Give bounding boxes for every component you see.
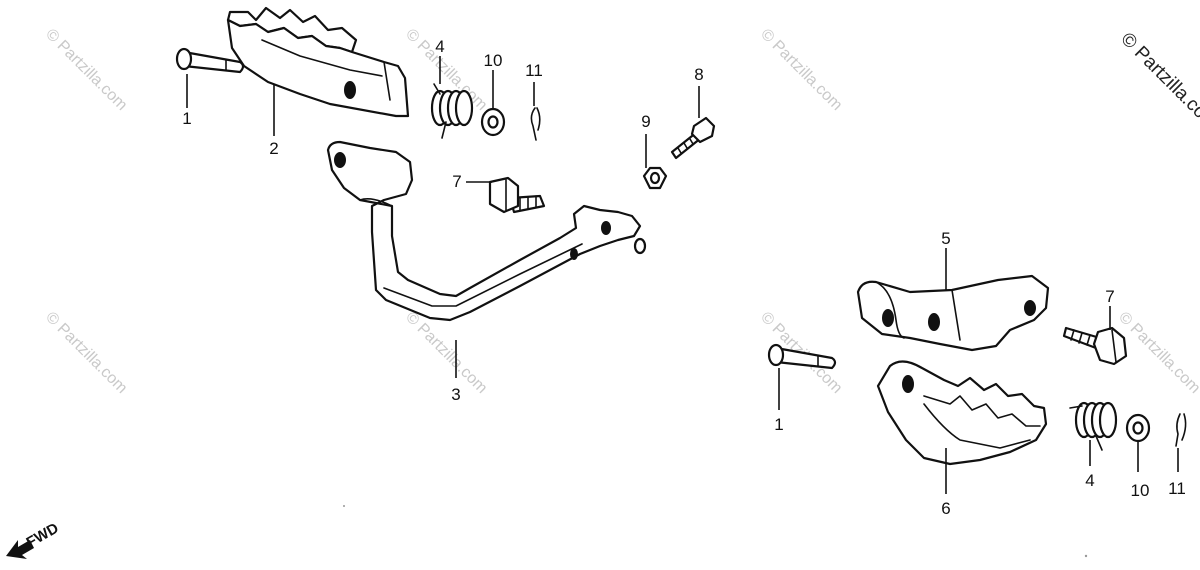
pin-left	[175, 47, 245, 74]
washer-left	[480, 107, 506, 137]
cotter-right	[1175, 413, 1187, 447]
bolt-left	[488, 176, 546, 214]
watermarks: © Partzilla.com © Partzilla.com © Partzi…	[42, 26, 1200, 397]
fwd-arrow-icon	[6, 540, 34, 559]
label-bolt-left: 7	[452, 172, 461, 191]
peg-right	[876, 360, 1048, 466]
bolt-right	[1062, 326, 1128, 366]
spring-right	[1069, 401, 1118, 451]
label-spring-right: 4	[1085, 471, 1094, 490]
label-washer-right: 10	[1131, 481, 1150, 500]
watermark-3: © Partzilla.com	[757, 26, 845, 114]
label-cotter-left: 11	[525, 61, 543, 80]
nut	[642, 166, 668, 190]
label-bolt-long: 8	[694, 65, 703, 84]
stray-dot-1	[343, 505, 345, 507]
spring-left	[430, 83, 474, 139]
label-washer-left: 10	[484, 51, 503, 70]
label-bracket: 3	[451, 385, 460, 404]
washer-right	[1125, 413, 1151, 443]
label-nut: 9	[641, 112, 650, 131]
pin-right	[767, 343, 837, 370]
bolt-long	[670, 116, 716, 160]
watermark-corner: © Partzilla.com	[1116, 29, 1200, 134]
watermark-5: © Partzilla.com	[402, 309, 490, 397]
watermark-4: © Partzilla.com	[42, 309, 130, 397]
peg-left	[226, 6, 410, 118]
fwd-indicator: FWD	[6, 520, 62, 559]
label-spring-left: 4	[435, 37, 444, 56]
label-bolt-right: 7	[1105, 287, 1114, 306]
label-pin-right: 1	[774, 415, 783, 434]
label-cotter-right: 11	[1168, 479, 1186, 498]
holder-right	[856, 274, 1050, 352]
watermark-7: © Partzilla.com	[1115, 309, 1200, 397]
stray-dot-2	[1084, 554, 1088, 558]
label-peg-right: 6	[941, 499, 950, 518]
label-pin-left: 1	[182, 109, 191, 128]
label-holder-right: 5	[941, 229, 950, 248]
watermark-1: © Partzilla.com	[42, 26, 130, 114]
label-peg-left: 2	[269, 139, 278, 158]
fwd-label: FWD	[24, 520, 62, 552]
bracket	[326, 140, 647, 322]
cotter-left	[530, 107, 541, 141]
